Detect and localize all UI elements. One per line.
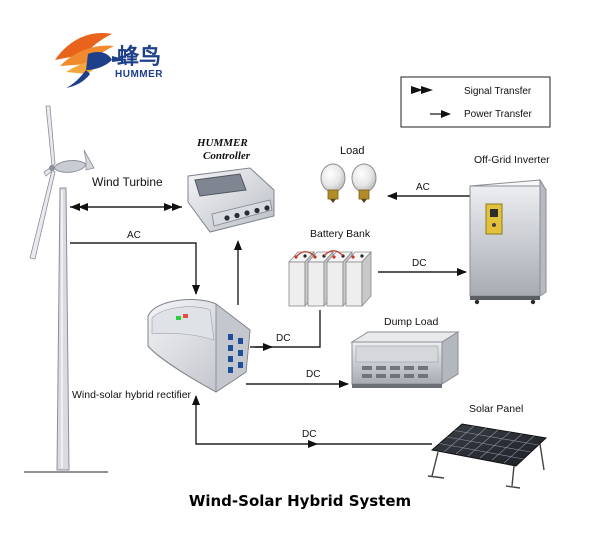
dc-link-solar-rectifier [192,395,432,448]
inverter-display [485,203,503,235]
controller-screen [194,173,247,197]
single-arrow-icon [430,110,451,118]
hummer-logo: 蜂鸟 HUMMER [55,33,163,88]
off-grid-inverter [469,178,547,305]
load-label: Load [340,145,364,157]
double-arrow-icon [411,86,433,94]
dump-load-vents [362,366,428,378]
turbine-tower [56,187,70,471]
status-led-red [183,314,188,318]
legend-signal-label: Signal Transfer [464,86,532,97]
battery-bank [288,250,372,308]
inverter-label: Off-Grid Inverter [474,154,550,166]
hummer-controller [187,167,275,233]
ac-link-turbine-rectifier [70,242,200,295]
solar-panel-grid [439,425,539,464]
ac-label-load: AC [416,182,430,193]
turbine-blade [45,105,56,167]
dc-link-rectifier-battery [250,310,321,351]
controller-terminals [224,205,270,221]
load-bulbs [320,163,377,203]
solar-panel-stand [427,443,545,489]
solar-panel-surface [430,423,548,467]
turbine-tail [83,149,95,171]
light-bulb-icon [351,163,377,203]
battery-bank-label: Battery Bank [310,228,371,240]
hummingbird-icon [55,33,128,88]
solar-panel-label: Solar Panel [469,403,523,415]
controller-label-line2: Controller [203,150,251,162]
dc-label-rectifier-dump: DC [306,369,320,380]
turbine-hub [49,165,55,171]
hybrid-rectifier [147,299,251,393]
dc-label-battery-inverter: DC [412,258,426,269]
signal-link-turbine-controller [70,203,182,211]
dc-label-solar: DC [302,429,316,440]
dump-load [350,331,460,388]
ac-label-turbine: AC [127,230,141,241]
controller-label-line1: HUMMER [196,137,248,149]
rectifier-label: Wind-solar hybrid rectifier [72,389,192,401]
wind-turbine [24,105,108,473]
legend-power-label: Power Transfer [464,109,532,120]
rectifier-terminals [228,334,243,373]
solar-panel [427,423,548,489]
status-led-green [176,316,181,320]
dump-load-label: Dump Load [384,316,438,328]
light-bulb-icon [320,163,346,203]
battery-cell [345,250,372,308]
turbine-nacelle [53,160,87,173]
logo-chinese-name: 蜂鸟 [117,44,161,70]
wind-turbine-label: Wind Turbine [92,175,163,189]
diagram-caption: Wind-Solar Hybrid System [189,492,411,510]
inverter-cabinet [469,185,541,297]
legend: Signal Transfer Power Transfer [400,76,551,128]
signal-link-rectifier-controller [234,240,242,305]
legend-box [400,76,551,128]
turbine-blade [29,169,56,260]
logo-english-name: HUMMER [115,69,163,80]
dc-label-rectifier-battery: DC [276,333,290,344]
